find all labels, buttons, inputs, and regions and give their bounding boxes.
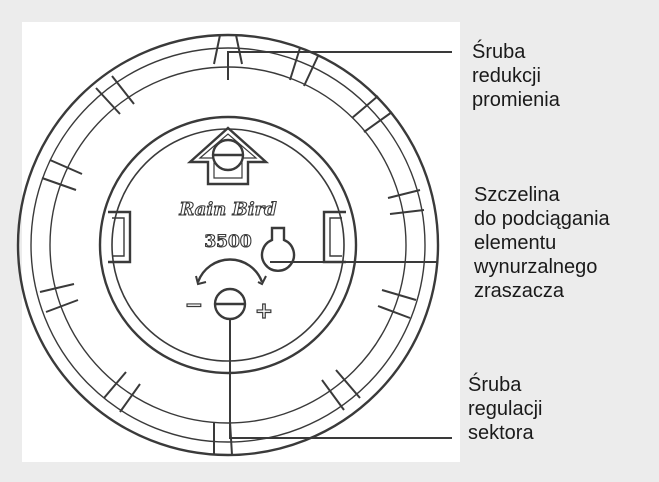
label-line: wynurzalnego <box>474 256 598 278</box>
label-line: Szczelina <box>474 184 560 206</box>
outer-ring-inner <box>30 47 426 443</box>
sprinkler-cap <box>16 33 452 457</box>
radius-arrow-icon <box>186 126 270 186</box>
pull-up-slot-keyhole <box>260 226 296 272</box>
label-line: promienia <box>472 89 560 111</box>
label-line: redukcji <box>472 65 541 87</box>
plus-sign: + <box>255 299 273 324</box>
model-number: 3500 <box>204 232 251 252</box>
radius-reduction-screw-label: Śruba redukcji promienia <box>472 40 560 112</box>
left-slot-bracket <box>108 210 132 264</box>
label-line: do podciągania <box>474 208 610 230</box>
diagram-panel <box>22 22 460 462</box>
outer-ring <box>16 33 440 457</box>
ring-dividers <box>39 34 425 456</box>
leader-line-radius <box>227 51 452 80</box>
arc-adjustment-screw-label: Śruba regulacji sektora <box>468 373 542 445</box>
leader-line-arc <box>229 320 452 439</box>
rain-bird-logo: Rain Bird <box>178 199 277 220</box>
label-line: elementu <box>474 232 557 254</box>
inner-ring <box>98 115 358 375</box>
label-line: Śruba <box>472 41 526 63</box>
label-line: sektora <box>468 422 534 444</box>
label-line: regulacji <box>468 398 543 420</box>
arc-adjust-arrow <box>196 258 264 283</box>
minus-sign: − <box>185 293 203 318</box>
label-line: Śruba <box>468 374 522 396</box>
label-line: zraszacza <box>474 280 565 302</box>
pull-up-slot-label: Szczelina do podciągania elementu wynurz… <box>474 183 610 303</box>
